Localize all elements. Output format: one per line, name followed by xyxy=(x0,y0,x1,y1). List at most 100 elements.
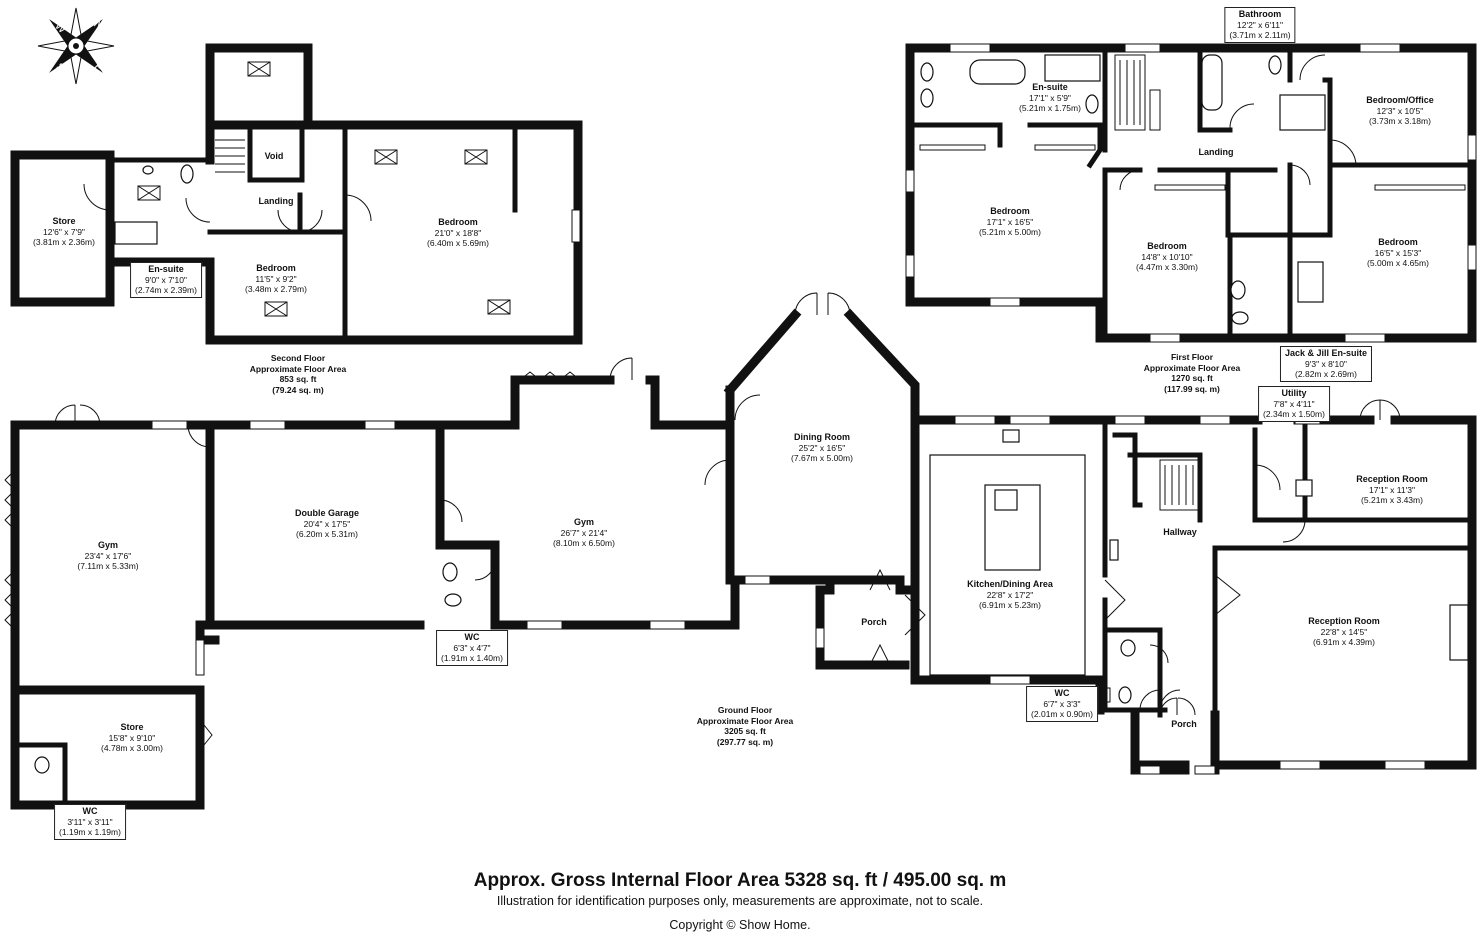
second-floor-plan xyxy=(10,43,583,345)
room-label-reception-small: Reception Room 17'1" x 11'3" (5.21m x 3.… xyxy=(1356,474,1428,506)
room-name: Dining Room xyxy=(793,432,850,442)
room-imperial: 9'0" x 7'10" xyxy=(145,274,187,285)
room-label-porch-west: Porch xyxy=(861,617,887,628)
room-metric: (1.91m x 1.40m) xyxy=(441,653,503,663)
room-label-gym-west: Gym 23'4" x 17'6" (7.11m x 5.33m) xyxy=(77,540,138,572)
floor-sqft: 1270 sq. ft xyxy=(1171,373,1213,383)
room-label-dining-room: Dining Room 25'2" x 16'5" (7.67m x 5.00m… xyxy=(791,432,853,464)
room-imperial: 6'3" x 4'7" xyxy=(453,642,491,653)
room-imperial: 25'2" x 16'5" xyxy=(798,442,846,453)
room-imperial: 6'7" x 3'3" xyxy=(1043,698,1081,709)
floor-area-title: Approximate Floor Area xyxy=(249,363,347,374)
room-name: WC xyxy=(464,632,480,642)
floor-name: Second Floor xyxy=(270,353,326,363)
room-name: Void xyxy=(264,151,284,161)
floor-area-second: Second Floor Approximate Floor Area 853 … xyxy=(250,353,347,395)
floor-sqm: (297.77 sq. m) xyxy=(716,736,774,747)
room-imperial: 7'8" x 4'11" xyxy=(1273,398,1315,409)
floor-sqm: (79.24 sq. m) xyxy=(272,384,324,395)
room-metric: (6.40m x 5.69m) xyxy=(427,238,489,248)
room-imperial: 9'3" x 8'10" xyxy=(1305,358,1347,369)
room-metric: (1.19m x 1.19m) xyxy=(59,827,121,837)
compass-letter-s: S xyxy=(53,61,67,75)
room-imperial: 22'8" x 17'2" xyxy=(986,589,1034,600)
compass-rose-icon: N E S W xyxy=(37,7,115,85)
floor-name: First Floor xyxy=(1170,352,1214,362)
room-name: Bedroom xyxy=(1147,241,1187,251)
room-name: WC xyxy=(82,806,98,816)
room-imperial: 12'6" x 7'9" xyxy=(43,226,85,237)
room-metric: (3.71m x 2.11m) xyxy=(1229,30,1291,40)
room-metric: (3.73m x 3.18m) xyxy=(1369,116,1431,126)
room-metric: (5.21m x 1.75m) xyxy=(1019,103,1081,113)
room-metric: (8.10m x 6.50m) xyxy=(553,538,615,548)
room-label-bedroom-1f-a: Bedroom 17'1" x 16'5" (5.21m x 5.00m) xyxy=(979,206,1041,238)
room-label-wc-gym: WC 6'3" x 4'7" (1.91m x 1.40m) xyxy=(436,630,508,666)
room-imperial: 17'1" x 5'9" xyxy=(1029,92,1071,103)
floor-area-title: Approximate Floor Area xyxy=(696,715,794,726)
room-name: Bedroom xyxy=(990,206,1030,216)
room-imperial: 22'8" x 14'5" xyxy=(1320,626,1368,637)
room-metric: (4.47m x 3.30m) xyxy=(1136,262,1198,272)
room-name: Double Garage xyxy=(294,508,360,518)
room-label-store-2f: Store 12'6" x 7'9" (3.81m x 2.36m) xyxy=(33,216,95,248)
room-label-ensuite-1f: En-suite 17'1" x 5'9" (5.21m x 1.75m) xyxy=(1019,82,1081,114)
room-label-bedroom-office: Bedroom/Office 12'3" x 10'5" (3.73m x 3.… xyxy=(1366,95,1434,127)
disclaimer-note: Illustration for identification purposes… xyxy=(496,894,984,908)
room-label-wc-kitchen: WC 6'7" x 3'3" (2.01m x 0.90m) xyxy=(1026,686,1098,722)
room-name: Bedroom/Office xyxy=(1366,95,1434,105)
room-name: Porch xyxy=(1171,719,1197,729)
room-imperial: 23'4" x 17'6" xyxy=(84,550,132,561)
room-label-gym-mid: Gym 26'7" x 21'4" (8.10m x 6.50m) xyxy=(553,517,615,549)
floor-area-ground: Ground Floor Approximate Floor Area 3205… xyxy=(697,705,794,747)
room-name: Jack & Jill En-suite xyxy=(1284,348,1368,358)
floor-area-title: Approximate Floor Area xyxy=(1143,362,1241,373)
room-name: Gym xyxy=(573,517,595,527)
room-metric: (7.11m x 5.33m) xyxy=(77,561,139,571)
room-metric: (4.78m x 3.00m) xyxy=(101,743,163,753)
room-name: Store xyxy=(52,216,76,226)
room-label-void: Void xyxy=(265,151,284,162)
room-name: Gym xyxy=(97,540,119,550)
room-label-reception-large: Reception Room 22'8" x 14'5" (6.91m x 4.… xyxy=(1308,616,1380,648)
room-name: Porch xyxy=(861,617,887,627)
room-name: Landing xyxy=(258,196,294,206)
room-label-wc-store: WC 3'11" x 3'11" (1.19m x 1.19m) xyxy=(54,804,126,840)
room-name: WC xyxy=(1054,688,1070,698)
first-floor-plan xyxy=(905,43,1477,343)
room-label-ensuite-2f: En-suite 9'0" x 7'10" (2.74m x 2.39m) xyxy=(130,262,202,298)
room-name: Bathroom xyxy=(1238,9,1282,19)
ground-floor-plan xyxy=(4,292,1477,810)
floor-sqft: 853 sq. ft xyxy=(279,374,317,384)
room-imperial: 11'5" x 9'2" xyxy=(255,273,297,284)
room-name: Bedroom xyxy=(438,217,478,227)
gross-floor-area-title: Approx. Gross Internal Floor Area 5328 s… xyxy=(473,870,1007,891)
room-metric: (6.20m x 5.31m) xyxy=(296,529,358,539)
room-label-bedroom-1f-c: Bedroom 16'5" x 15'3" (5.00m x 4.65m) xyxy=(1367,237,1429,269)
room-name: Hallway xyxy=(1163,527,1197,537)
room-imperial: 12'3" x 10'5" xyxy=(1376,105,1424,116)
room-metric: (2.82m x 2.69m) xyxy=(1295,369,1357,379)
room-metric: (3.48m x 2.79m) xyxy=(245,284,307,294)
room-label-hallway: Hallway xyxy=(1163,527,1197,538)
room-metric: (6.91m x 4.39m) xyxy=(1313,637,1375,647)
room-label-landing-2f: Landing xyxy=(259,196,294,207)
room-label-porch-east: Porch xyxy=(1171,719,1197,730)
room-metric: (6.91m x 5.23m) xyxy=(979,600,1041,610)
floor-sqft: 3205 sq. ft xyxy=(724,726,766,736)
room-name: Kitchen/Dining Area xyxy=(967,579,1053,589)
floor-name: Ground Floor xyxy=(717,705,773,715)
room-name: En-suite xyxy=(148,264,184,274)
room-name: Bedroom xyxy=(1378,237,1418,247)
room-label-bathroom-1f: Bathroom 12'2" x 6'11" (3.71m x 2.11m) xyxy=(1224,7,1296,43)
room-name: Utility xyxy=(1281,388,1307,398)
floor-area-first: First Floor Approximate Floor Area 1270 … xyxy=(1144,352,1241,394)
room-label-bedroom-2f-large: Bedroom 21'0" x 18'8" (6.40m x 5.69m) xyxy=(427,217,489,249)
room-imperial: 12'2" x 6'11" xyxy=(1236,19,1283,30)
room-imperial: 16'5" x 15'3" xyxy=(1374,247,1422,258)
room-label-kitchen: Kitchen/Dining Area 22'8" x 17'2" (6.91m… xyxy=(967,579,1053,611)
room-imperial: 3'11" x 3'11" xyxy=(67,816,113,827)
room-label-bedroom-2f-small: Bedroom 11'5" x 9'2" (3.48m x 2.79m) xyxy=(245,263,307,295)
room-name: Store xyxy=(120,722,144,732)
